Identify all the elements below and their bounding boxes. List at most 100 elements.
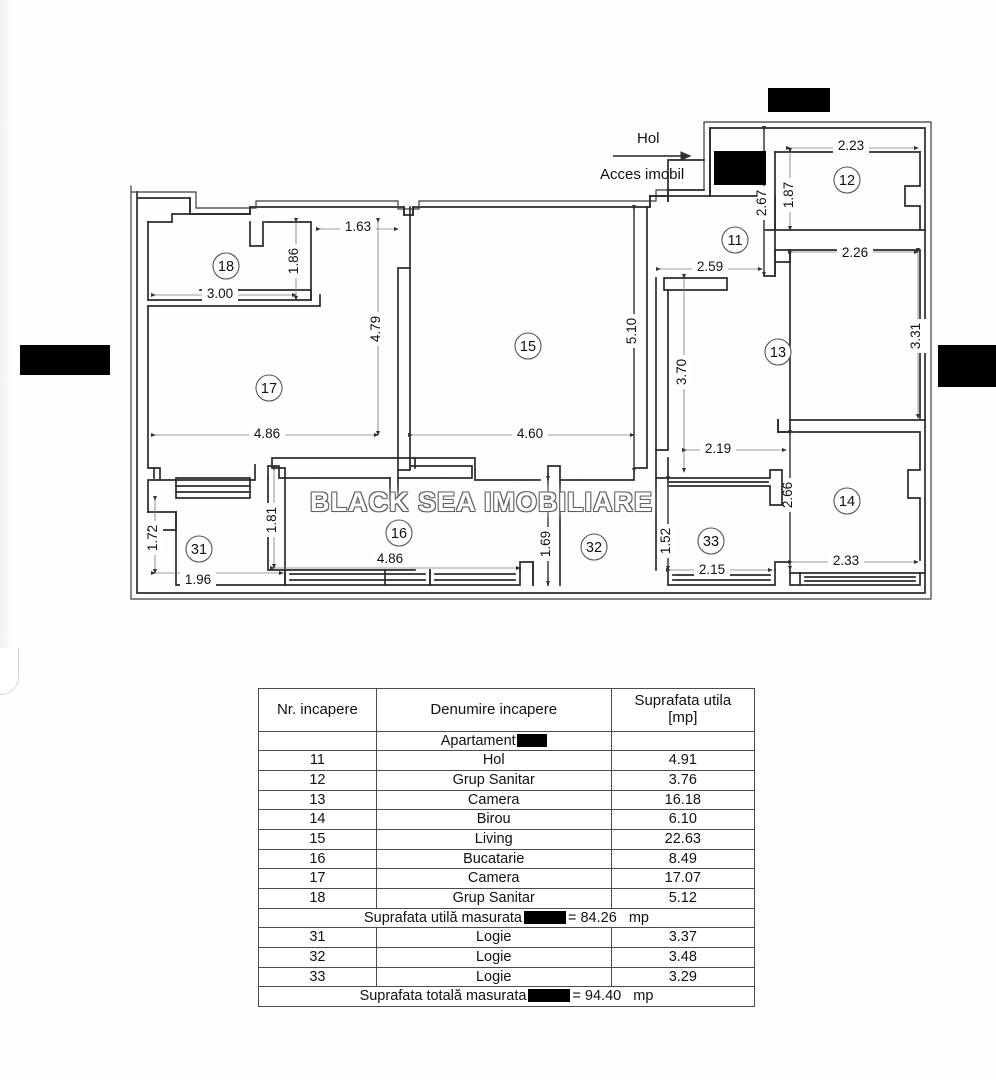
svg-text:1.52: 1.52 [658,528,673,554]
cell-apartament-label: Apartament [375,730,612,752]
header-suprafata-line1: Suprafata utila [634,692,732,709]
cell-room-area: 3.37 [610,927,756,948]
cell-room-area: 16.18 [610,789,756,811]
cell-room-name: Grup Sanitar [375,887,612,909]
cell-area-empty [610,730,756,752]
cell-room-name: Camera [375,868,612,889]
svg-text:4.79: 4.79 [368,316,383,342]
svg-text:15: 15 [520,339,536,355]
entrance-label-hol: Hol [637,130,660,147]
room-marker-16: 16 [385,519,413,547]
room-marker-31: 31 [185,535,213,563]
room-marker-18: 18 [212,252,240,280]
cell-room-number: 31 [258,927,377,948]
cell-room-area: 3.76 [610,769,756,791]
cell-room-number: 17 [258,868,377,889]
svg-text:14: 14 [839,494,855,510]
svg-text:2.19: 2.19 [705,441,731,456]
redaction-inline-total [528,989,571,1003]
header-suprafata-line2: [mp] [668,709,698,727]
room-marker-13: 13 [764,338,792,366]
cell-room-number: 12 [258,769,377,791]
cell-room-name: Birou [375,809,612,830]
svg-text:2.15: 2.15 [699,562,725,577]
room-marker-33: 33 [697,527,725,555]
svg-text:1.87: 1.87 [781,182,796,208]
cell-room-number: 14 [258,809,377,830]
svg-text:31: 31 [191,542,207,558]
room-marker-17: 17 [255,374,283,402]
svg-text:2.26: 2.26 [842,245,868,260]
cell-room-area: 6.10 [610,809,756,830]
entrance-label-acces-imobil: Acces imobil [600,166,685,183]
cell-room-area: 22.63 [610,828,756,850]
cell-room-number: 13 [258,789,377,811]
redaction-bar-right [938,345,996,387]
table-row-total: Suprafata totală masurata= 94.40 mp [258,986,755,1007]
room-marker-11: 11 [721,226,749,254]
cell-room-name: Logie [375,946,612,968]
cell-room-name: Living [375,828,612,850]
svg-text:2.33: 2.33 [833,553,859,568]
cell-room-number: 18 [258,887,377,909]
svg-text:3.31: 3.31 [908,323,923,349]
room-marker-32: 32 [580,533,608,561]
header-suprafata-utila: Suprafata utila [mp] [610,688,756,732]
scan-edge [0,0,14,688]
table-header-row: Nr. incapere Denumire incapere Suprafata… [258,688,756,732]
redaction-bar-entrance [714,151,766,185]
redaction-inline-apartament [516,733,547,747]
svg-text:5.10: 5.10 [624,318,639,344]
room-marker-14: 14 [833,487,861,515]
svg-text:11: 11 [727,233,742,249]
floor-plan-drawing: 2.23 1.87 2.67 2.26 3.31 2.59 1.63 1.86 … [130,121,932,600]
watermark-black-sea-imobiliare: BLACK SEA IMOBILIARE [310,487,653,517]
cell-room-name: Hol [375,750,612,771]
cell-room-area: 3.48 [610,946,756,968]
svg-text:1.81: 1.81 [264,507,279,533]
cell-room-area: 3.29 [610,966,756,988]
svg-text:13: 13 [770,345,786,361]
cell-suprafata-totala-masurata: Suprafata totală masurata= 94.40 mp [258,986,755,1007]
cell-room-area: 8.49 [610,848,756,870]
cell-room-name: Logie [375,966,612,988]
cell-room-name: Bucatarie [375,848,612,870]
svg-text:1.72: 1.72 [145,525,160,551]
cell-room-number: 15 [258,828,377,850]
cell-suprafata-utila-masurata: Suprafata utilă masurata= 84.26 mp [258,907,755,929]
cell-room-area: 5.12 [610,887,756,909]
cell-room-area: 17.07 [610,868,756,889]
cell-room-name: Camera [375,789,612,811]
svg-text:1.96: 1.96 [185,572,211,587]
svg-text:17: 17 [261,381,277,397]
svg-text:3.00: 3.00 [207,286,233,301]
svg-text:18: 18 [218,259,234,275]
cell-room-number: 16 [258,848,377,870]
svg-text:32: 32 [586,540,602,556]
svg-text:4.86: 4.86 [254,426,280,441]
svg-text:2.66: 2.66 [780,482,795,508]
room-marker-15: 15 [514,332,542,360]
cell-room-area: 4.91 [610,750,756,771]
cell-room-number: 33 [258,966,377,988]
svg-text:2.59: 2.59 [697,259,723,274]
svg-text:12: 12 [839,173,855,189]
svg-text:33: 33 [703,534,719,550]
cell-room-name: Logie [375,927,612,948]
svg-text:4.86: 4.86 [377,551,403,566]
svg-text:1.69: 1.69 [538,531,553,557]
header-denumire-incapere: Denumire incapere [375,688,612,732]
redaction-inline-subtotal [523,910,566,924]
svg-text:16: 16 [391,526,407,542]
